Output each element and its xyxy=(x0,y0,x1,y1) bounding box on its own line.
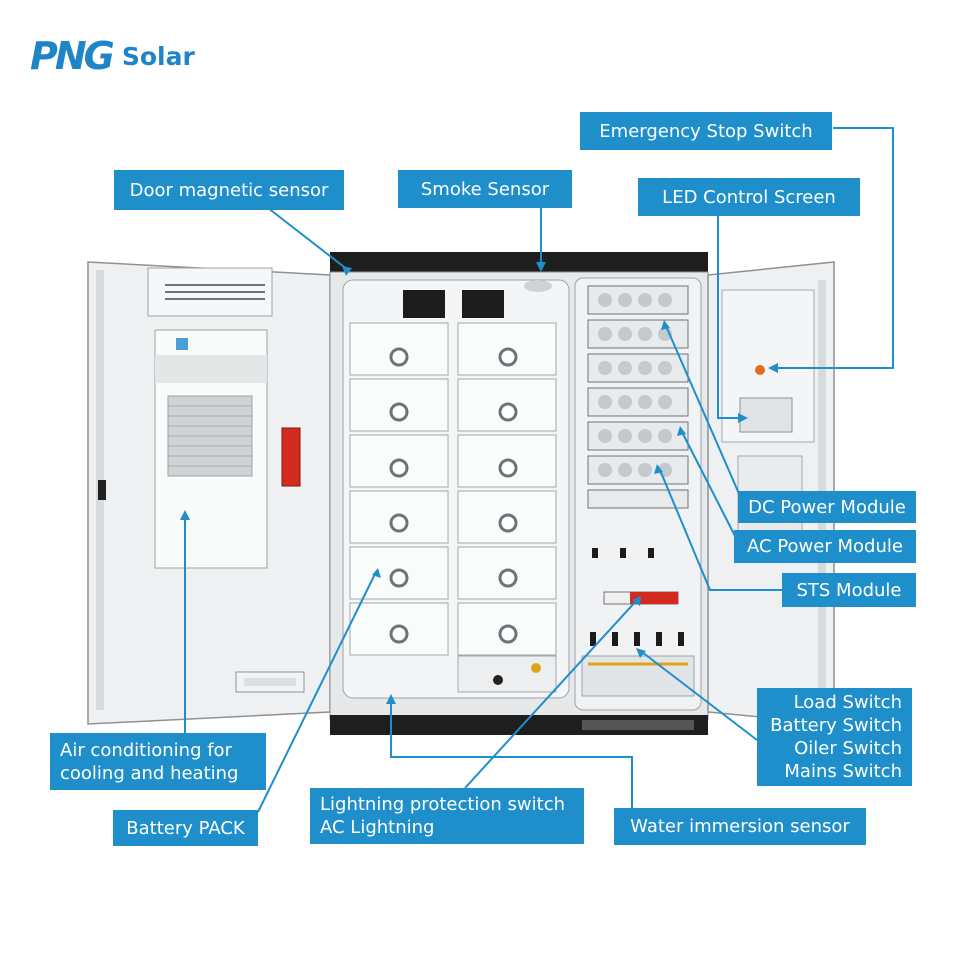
label-led-control-screen: LED Control Screen xyxy=(638,178,860,216)
label-air-conditioning-line1: Air conditioning for xyxy=(60,739,232,761)
brand-name: Solar xyxy=(121,41,195,71)
label-door-magnetic-sensor: Door magnetic sensor xyxy=(114,170,344,210)
brand-mark: PNG xyxy=(30,34,115,78)
label-oiler-switch: Oiler Switch xyxy=(794,738,902,759)
label-lightning: Lightning protection switch AC Lightning xyxy=(310,788,584,844)
brand-logo: PNG Solar xyxy=(30,34,195,78)
leader-lines xyxy=(184,127,894,813)
cabinet-body xyxy=(329,252,709,735)
label-emergency-stop-switch: Emergency Stop Switch xyxy=(580,112,832,150)
label-load-switch: Load Switch xyxy=(793,692,902,713)
label-battery-switch: Battery Switch xyxy=(770,715,902,736)
left-door xyxy=(87,261,331,725)
label-water-immersion-sensor: Water immersion sensor xyxy=(614,808,866,845)
label-smoke-sensor: Smoke Sensor xyxy=(398,170,572,208)
label-battery-pack: Battery PACK xyxy=(113,810,258,846)
label-ac-lightning: AC Lightning xyxy=(320,817,435,838)
label-dc-power-module: DC Power Module xyxy=(738,491,916,523)
label-sts-module: STS Module xyxy=(782,573,916,607)
label-air-conditioning-line2: cooling and heating xyxy=(60,762,239,784)
right-door xyxy=(707,261,835,725)
label-mains-switch: Mains Switch xyxy=(784,761,902,782)
leader-arrowheads xyxy=(180,262,778,704)
label-ac-power-module: AC Power Module xyxy=(734,530,916,563)
label-air-conditioning: Air conditioning for cooling and heating xyxy=(50,733,266,790)
label-lightning-protection-switch: Lightning protection switch xyxy=(320,794,566,815)
label-switches: Load Switch Battery Switch Oiler Switch … xyxy=(757,688,912,786)
